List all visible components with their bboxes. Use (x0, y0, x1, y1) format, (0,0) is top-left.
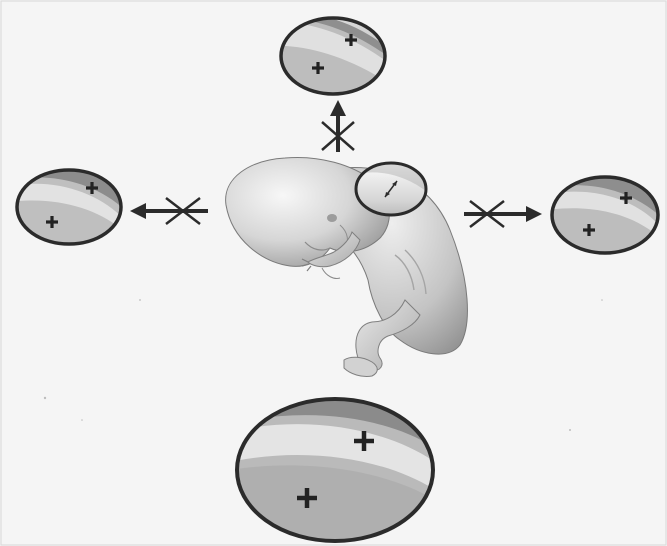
embryo-eye (327, 214, 337, 222)
